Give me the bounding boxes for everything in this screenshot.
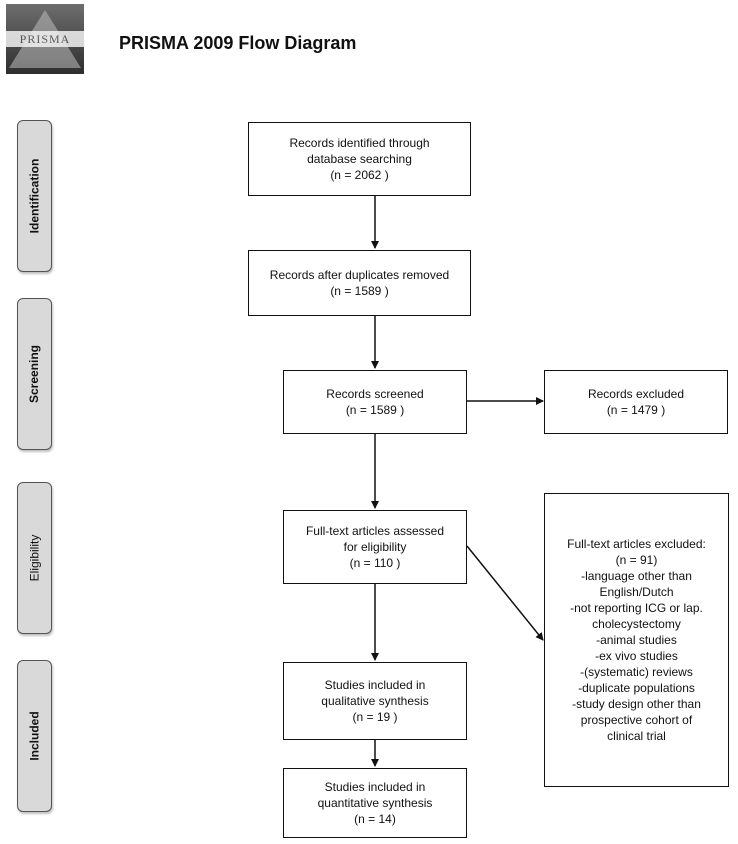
stage-eligibility: Eligibility bbox=[17, 482, 52, 634]
box-text-line: (n = 1589 ) bbox=[330, 284, 389, 298]
box-text-line: quantitative synthesis bbox=[317, 796, 433, 810]
box-text-line: Records excluded bbox=[587, 387, 685, 401]
box-text-line: -not reporting ICG or lap. bbox=[570, 601, 703, 615]
box-text-line: -study design other than bbox=[572, 697, 701, 711]
box-text-line: Studies included in bbox=[324, 780, 426, 794]
box-fulltext-assessed: Full-text articles assessed for eligibil… bbox=[283, 510, 467, 584]
stage-included: Included bbox=[17, 660, 52, 812]
box-text-line: (n = 110 ) bbox=[349, 556, 401, 570]
box-text-line: (n = 2062 ) bbox=[330, 168, 389, 182]
box-text-line: (n = 14) bbox=[354, 812, 396, 826]
box-studies-quantitative: Studies included in quantitative synthes… bbox=[283, 768, 467, 838]
prisma-logo: PRISMA bbox=[6, 4, 84, 74]
box-text-line: -ex vivo studies bbox=[595, 649, 678, 663]
stage-screening: Screening bbox=[17, 298, 52, 450]
box-records-excluded: Records excluded (n = 1479 ) bbox=[544, 370, 728, 434]
box-text-line: -language other than bbox=[581, 569, 692, 583]
logo-wordmark: PRISMA bbox=[6, 31, 84, 47]
box-text-line: Records identified through bbox=[289, 136, 430, 150]
box-records-after-duplicates: Records after duplicates removed (n = 15… bbox=[248, 250, 471, 316]
box-text-line: Full-text articles assessed bbox=[305, 524, 445, 538]
box-text-line: database searching bbox=[307, 152, 412, 166]
box-text-line: Full-text articles excluded: bbox=[567, 537, 706, 551]
box-text-line: prospective cohort of bbox=[580, 713, 693, 727]
box-text-line: -(systematic) reviews bbox=[580, 665, 693, 679]
box-text-line: Studies included in bbox=[324, 678, 426, 692]
stage-identification: Identification bbox=[17, 120, 52, 272]
box-text-line: English/Dutch bbox=[599, 585, 674, 599]
box-text-line: clinical trial bbox=[607, 729, 666, 743]
box-text-line: Records after duplicates removed bbox=[269, 268, 450, 282]
box-fulltext-excluded: Full-text articles excluded: (n = 91) -l… bbox=[544, 493, 729, 787]
box-studies-qualitative: Studies included in qualitative synthesi… bbox=[283, 662, 467, 740]
arrow-fulltext-to-excluded bbox=[466, 545, 544, 641]
box-text-line: (n = 91) bbox=[615, 553, 658, 567]
box-text-line: (n = 19 ) bbox=[352, 710, 398, 724]
box-records-screened: Records screened (n = 1589 ) bbox=[283, 370, 467, 434]
box-text-line: cholecystectomy bbox=[592, 617, 681, 631]
box-text-line: Records screened bbox=[326, 387, 424, 401]
box-text-line: (n = 1589 ) bbox=[345, 403, 405, 417]
page-title: PRISMA 2009 Flow Diagram bbox=[119, 33, 357, 53]
box-text-line: (n = 1479 ) bbox=[606, 403, 666, 417]
box-text-line: -duplicate populations bbox=[578, 681, 695, 695]
box-text-line: for eligibility bbox=[343, 540, 407, 554]
box-records-identified: Records identified through database sear… bbox=[248, 122, 471, 196]
box-text-line: -animal studies bbox=[596, 633, 677, 647]
box-text-line: qualitative synthesis bbox=[321, 694, 429, 708]
